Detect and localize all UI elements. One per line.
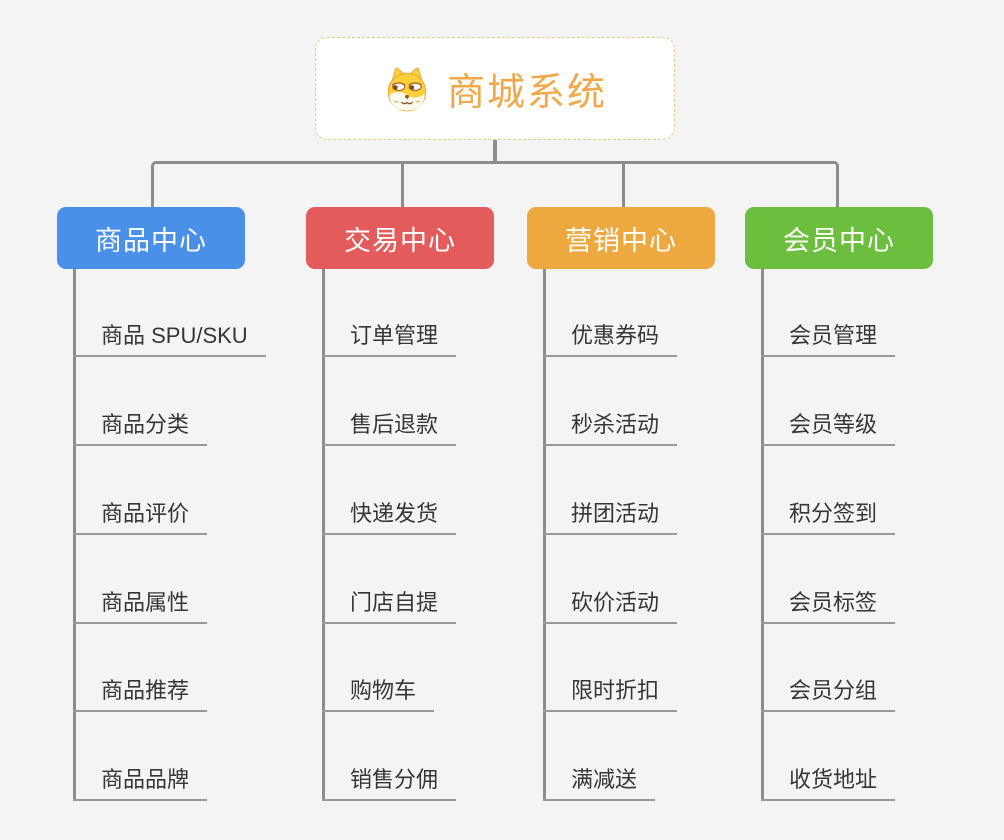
child-topic[interactable]: 拼团活动 bbox=[543, 491, 678, 535]
child-topic[interactable]: 商品推荐 bbox=[73, 668, 208, 712]
child-topic[interactable]: 商品 SPU/SKU bbox=[73, 313, 266, 357]
connector-drop bbox=[622, 164, 625, 207]
child-topic[interactable]: 购物车 bbox=[322, 668, 435, 712]
root-connector-stem bbox=[493, 140, 497, 164]
branch-spine bbox=[761, 269, 764, 801]
root-node[interactable]: 商城系统 bbox=[315, 37, 675, 140]
child-topic[interactable]: 售后退款 bbox=[322, 402, 457, 446]
branch-spine bbox=[322, 269, 325, 801]
child-topic[interactable]: 收货地址 bbox=[761, 757, 896, 801]
root-title: 商城系统 bbox=[446, 72, 607, 114]
branch-header-4[interactable]: 会员中心 bbox=[745, 207, 933, 269]
branch-spine bbox=[73, 269, 76, 801]
connector-drop bbox=[401, 164, 404, 207]
doge-icon bbox=[387, 66, 427, 111]
child-topic[interactable]: 优惠券码 bbox=[543, 313, 678, 357]
branch-connector-bus bbox=[151, 161, 839, 207]
child-topic[interactable]: 会员等级 bbox=[761, 402, 896, 446]
child-topic[interactable]: 积分签到 bbox=[761, 491, 896, 535]
branch-header-3[interactable]: 营销中心 bbox=[527, 207, 715, 269]
child-topic[interactable]: 秒杀活动 bbox=[543, 402, 678, 446]
branch-header-2[interactable]: 交易中心 bbox=[306, 207, 494, 269]
child-topic[interactable]: 商品品牌 bbox=[73, 757, 208, 801]
child-topic[interactable]: 销售分佣 bbox=[322, 757, 457, 801]
child-topic[interactable]: 砍价活动 bbox=[543, 580, 678, 624]
child-topic[interactable]: 限时折扣 bbox=[543, 668, 678, 712]
child-topic[interactable]: 订单管理 bbox=[322, 313, 457, 357]
child-topic[interactable]: 会员管理 bbox=[761, 313, 896, 357]
branch-spine bbox=[543, 269, 546, 801]
child-topic[interactable]: 门店自提 bbox=[322, 580, 457, 624]
branch-header-1[interactable]: 商品中心 bbox=[57, 207, 245, 269]
child-topic[interactable]: 会员分组 bbox=[761, 668, 896, 712]
child-topic[interactable]: 商品属性 bbox=[73, 580, 208, 624]
child-topic[interactable]: 商品评价 bbox=[73, 491, 208, 535]
child-topic[interactable]: 快递发货 bbox=[322, 491, 457, 535]
child-topic[interactable]: 满减送 bbox=[543, 757, 656, 801]
child-topic[interactable]: 会员标签 bbox=[761, 580, 896, 624]
child-topic[interactable]: 商品分类 bbox=[73, 402, 208, 446]
